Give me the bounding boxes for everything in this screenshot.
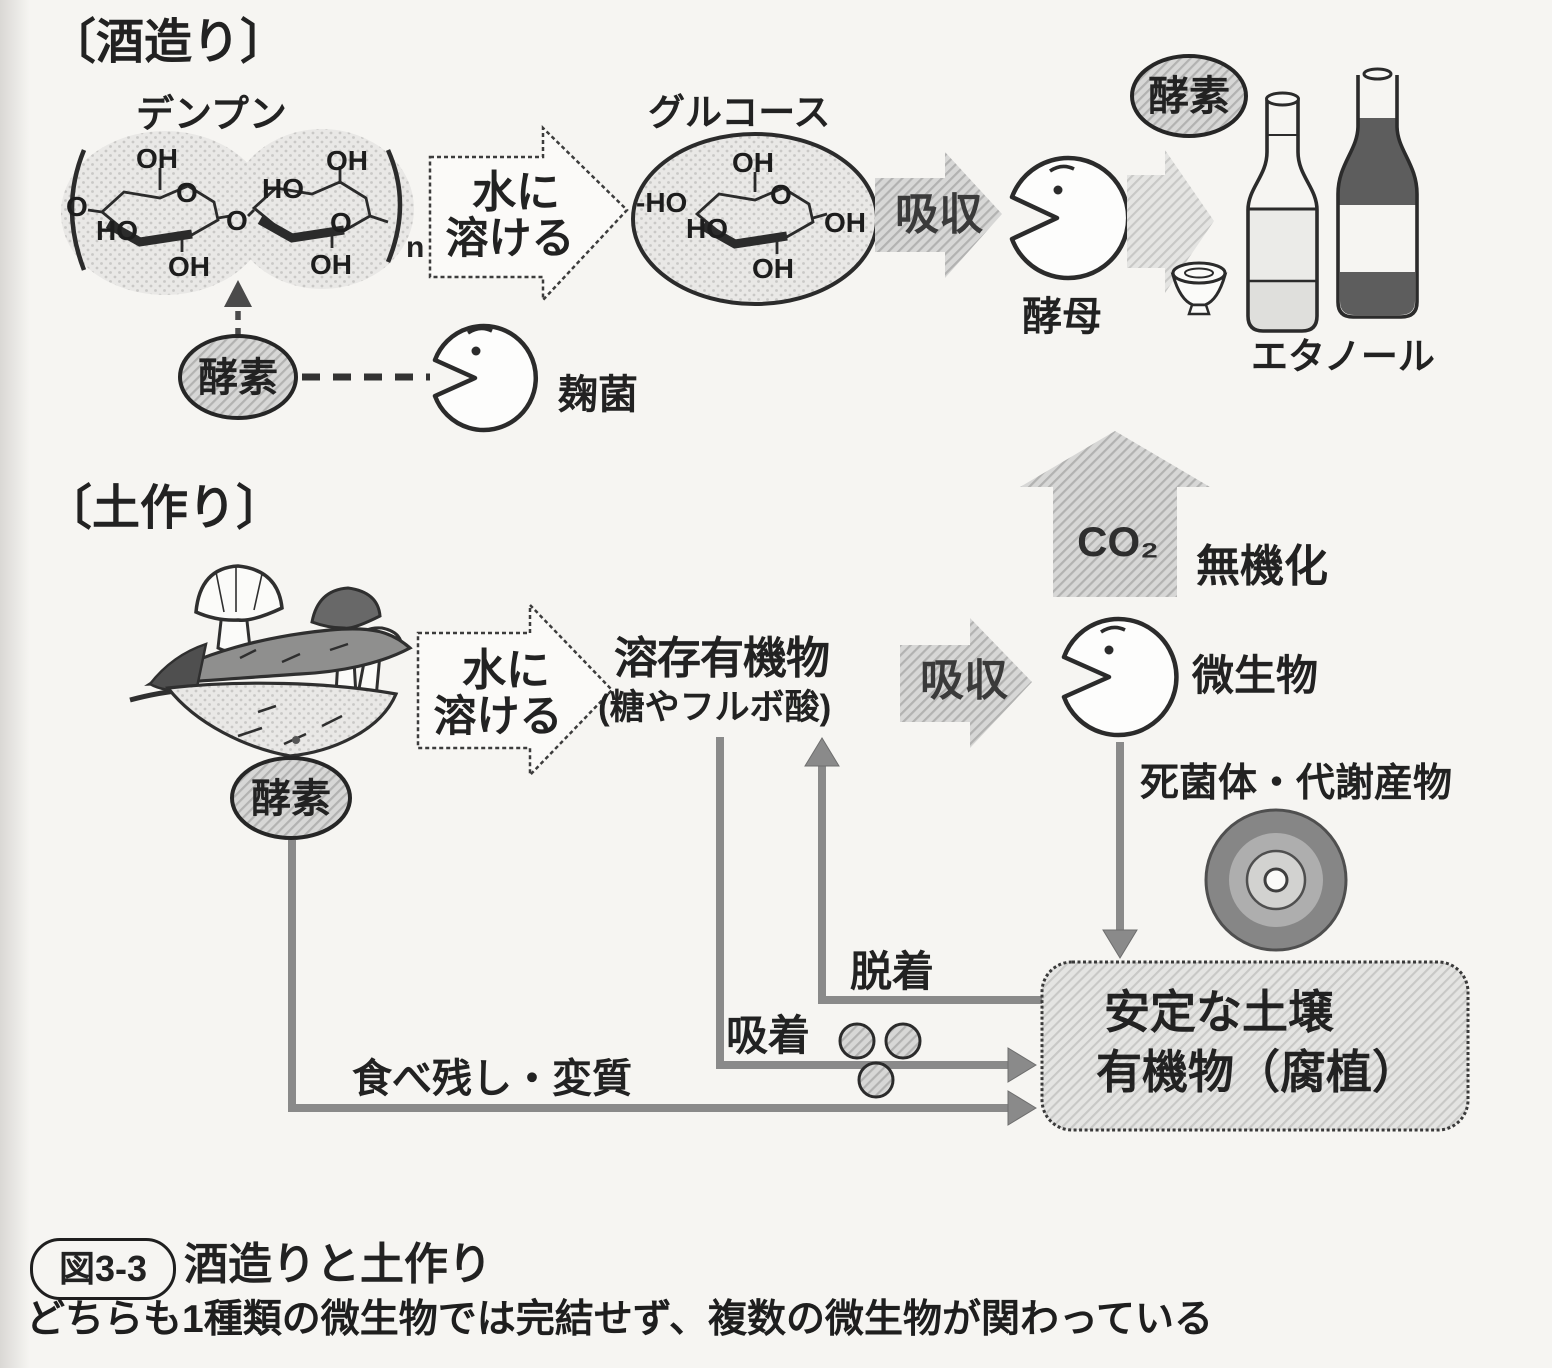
chem-label: OH	[310, 249, 352, 280]
enzyme-label-sake: 酵素	[198, 356, 278, 400]
absorb-label-soil: 吸収	[920, 656, 1008, 705]
chem-label: OH	[326, 145, 368, 176]
wine-bottle-icon	[1336, 67, 1419, 319]
leftover-path	[288, 840, 1037, 1126]
starch-unit-blob	[61, 131, 269, 295]
polymer-bracket-right	[385, 149, 403, 263]
section-heading-soil: 〔土作り〕	[44, 482, 285, 535]
absorb-arrow-sake	[875, 152, 1002, 278]
dissolve-arrow-soil	[416, 601, 614, 779]
absorb-label-sake: 吸収	[895, 190, 983, 239]
co2-arrow	[1020, 431, 1210, 597]
enzyme-badge-soil	[230, 756, 352, 840]
mushroom-dark-icon	[310, 586, 382, 630]
leaf-light-icon	[164, 681, 399, 758]
figure-subtitle: どちらも1種類の微生物では完結せず、複数の微生物が関わっている	[26, 1298, 1214, 1341]
chem-label: HO	[262, 173, 304, 204]
dead-cell-icon	[1204, 808, 1348, 952]
glucose-ring	[251, 166, 372, 248]
leaf-dark-tip	[148, 642, 208, 694]
ferment-arrow	[1127, 150, 1214, 293]
yeast-pacman-icon	[1009, 155, 1131, 281]
glucose-label: グルコース	[648, 92, 831, 133]
co2-label: CO₂	[1077, 518, 1159, 565]
polymer-subscript: n	[406, 231, 425, 264]
figure-number-pill: 図3-3	[30, 1238, 176, 1300]
enzyme-badge-ferment	[1130, 54, 1248, 138]
chem-label: OH	[136, 143, 178, 174]
starch-label: デンプン	[136, 94, 287, 136]
figure-title: 酒造りと土作り	[184, 1240, 492, 1289]
sake-bottle-icon	[1246, 91, 1319, 333]
dissolved-om-label: 溶存有機物	[614, 634, 830, 683]
chem-label: HO	[686, 213, 728, 244]
glucose-ring	[99, 168, 220, 252]
chem-label: OH	[168, 251, 210, 282]
enzyme-action-arrow	[224, 280, 252, 337]
ethanol-label: エタノール	[1251, 336, 1435, 377]
enzyme-label-ferment: 酵素	[1148, 73, 1230, 119]
page-gutter-shading	[0, 0, 30, 1368]
starch-structure	[61, 129, 414, 295]
sake-cup-icon	[1170, 261, 1228, 316]
chem-label: OH	[824, 207, 866, 238]
soil-litter-icon	[129, 564, 413, 758]
desorption-label: 脱着	[850, 948, 935, 995]
chem-label: OH	[752, 253, 794, 284]
starch-unit-blob	[230, 129, 414, 289]
humus-box-label-2: 有機物（腐植）	[1096, 1046, 1418, 1098]
absorb-arrow-soil	[900, 618, 1032, 748]
dissolve-arrow-soil-label-1: 水に	[462, 646, 550, 695]
dissolve-arrow-sake-label-2: 溶ける	[445, 215, 575, 263]
leaf-dark-icon	[144, 627, 413, 686]
leftover-label: 食べ残し・変質	[352, 1057, 632, 1101]
dissolve-arrow-soil-label-2: 溶ける	[433, 693, 563, 741]
koji-pacman-icon	[432, 323, 538, 433]
adsorption-path	[716, 737, 1037, 1083]
dissolve-arrow-sake-label-1: 水に	[472, 168, 560, 217]
dissolved-om-sublabel: (糖やフルボ酸)	[598, 688, 832, 727]
enzyme-label-soil: 酵素	[251, 777, 331, 821]
mushroom-white-icon	[194, 564, 284, 622]
chem-label: O	[66, 191, 88, 222]
chem-label: O	[176, 177, 198, 208]
chem-label: O	[226, 205, 248, 236]
chem-label: O	[330, 207, 352, 238]
section-heading-sake: 〔酒造り〕	[48, 16, 289, 69]
chem-label: OH	[732, 147, 774, 178]
microbe-to-humus-arrow	[1102, 742, 1138, 959]
enzyme-badge-sake	[178, 334, 298, 420]
desorption-path	[804, 737, 1044, 1004]
chem-label: HO	[96, 215, 138, 246]
glucose-structure	[631, 132, 879, 306]
humus-box-label-1: 安定な土壌	[1104, 986, 1334, 1038]
figure-number: 図3-3	[58, 1248, 148, 1290]
humus-box	[1040, 960, 1470, 1132]
mineralization-label: 無機化	[1196, 542, 1328, 591]
koji-label: 麹菌	[558, 373, 638, 417]
adsorption-molecule-icon	[838, 1022, 922, 1099]
dead-cells-label: 死菌体・代謝産物	[1140, 762, 1453, 805]
chem-label: -HO	[636, 187, 688, 218]
microbe-pacman-icon	[1061, 616, 1179, 738]
dissolve-arrow-sake	[428, 125, 629, 304]
chem-label: O	[770, 179, 792, 210]
polymer-bracket-left	[69, 149, 87, 271]
adsorption-label: 吸着	[726, 1012, 811, 1059]
yeast-label: 酵母	[1022, 295, 1102, 339]
microbe-label: 微生物	[1192, 652, 1319, 699]
